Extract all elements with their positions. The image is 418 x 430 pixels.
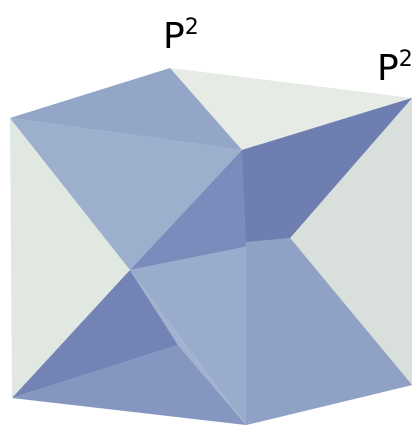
label-top-right-exponent: 2	[399, 47, 413, 72]
plane-lower-left-dark	[12, 270, 178, 398]
label-top-left-exponent: 2	[185, 15, 199, 40]
labels: P2 P2	[163, 15, 413, 89]
label-top-right-base: P	[377, 48, 399, 89]
label-top-right: P2	[377, 47, 413, 89]
label-top-left-base: P	[163, 16, 185, 57]
plane-top-triangle	[10, 68, 242, 150]
plane-upper-left	[10, 118, 242, 270]
plane-lower-left-mid	[12, 345, 246, 425]
intersecting-planes	[10, 68, 412, 425]
plane-upper-right-darker	[242, 98, 412, 242]
plane-center-wedge	[130, 270, 246, 425]
label-top-left: P2	[163, 15, 199, 57]
plane-lower-right-shade	[246, 238, 412, 425]
